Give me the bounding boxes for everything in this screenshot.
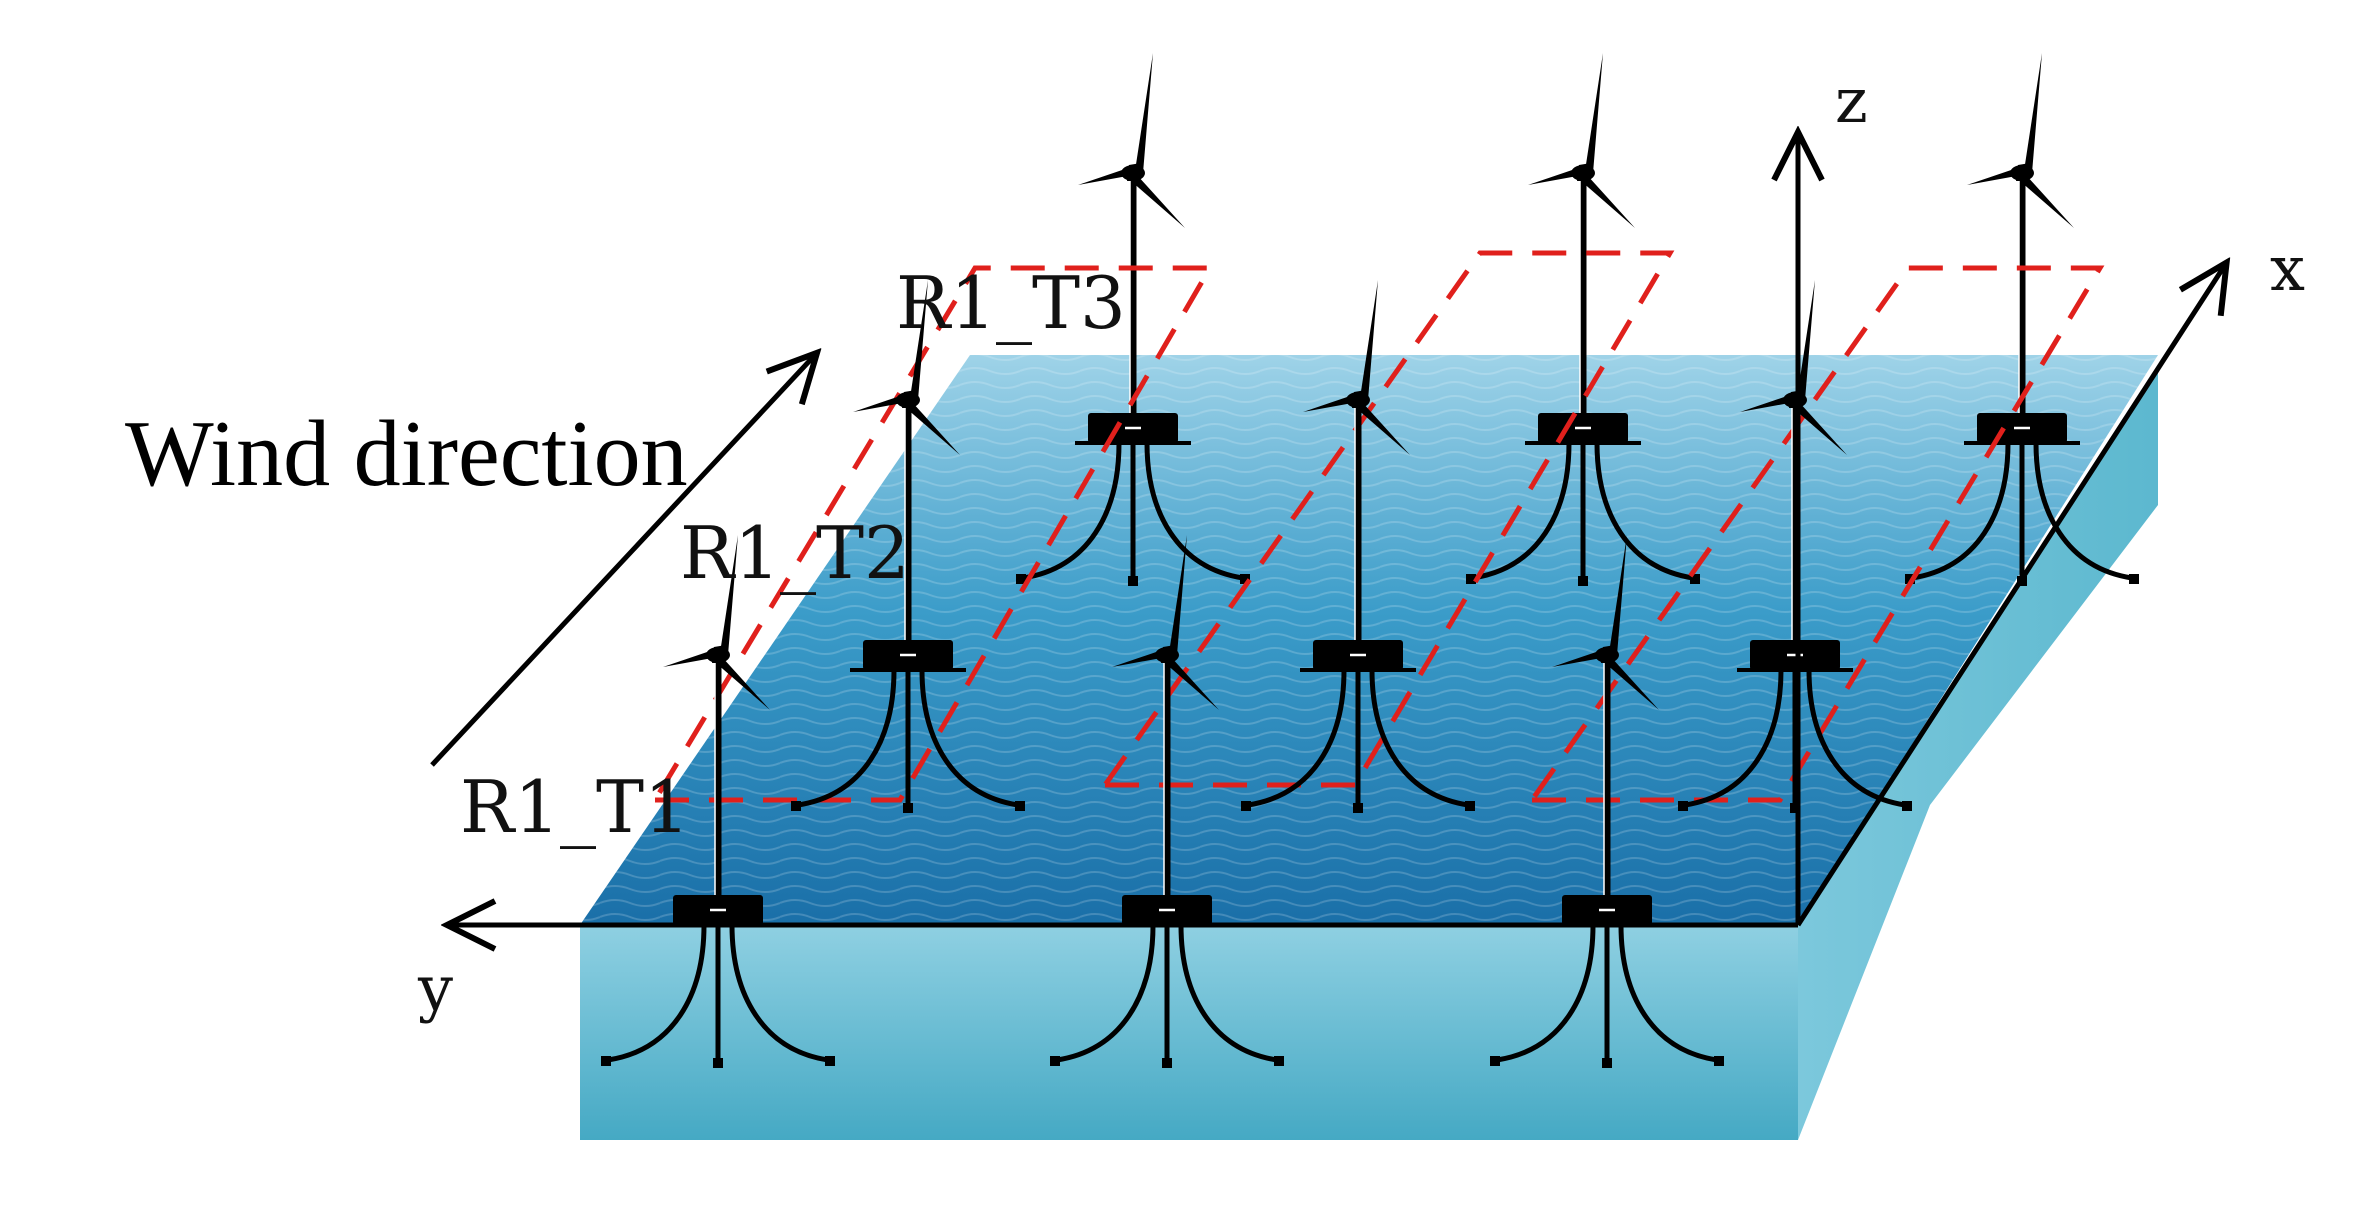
axis-label-x: x xyxy=(2270,232,2305,305)
turbine-label-r1-t3: R1_T3 xyxy=(896,261,1126,345)
wind-direction-label: Wind direction xyxy=(125,402,688,506)
axis-label-z: z xyxy=(1835,64,1868,137)
coordinate-axes xyxy=(450,135,2225,925)
wind-direction-arrow xyxy=(430,355,815,767)
ocean-block xyxy=(580,355,2158,1140)
turbine-label-r1-t2: R1_T2 xyxy=(680,511,910,595)
axis-label-y: y xyxy=(417,952,453,1025)
x-axis-arrow xyxy=(1795,265,2225,927)
water-right-face xyxy=(1798,370,2158,1140)
water-front-face xyxy=(580,925,1798,1140)
turbine-label-r1-t1: R1_T1 xyxy=(460,765,690,849)
